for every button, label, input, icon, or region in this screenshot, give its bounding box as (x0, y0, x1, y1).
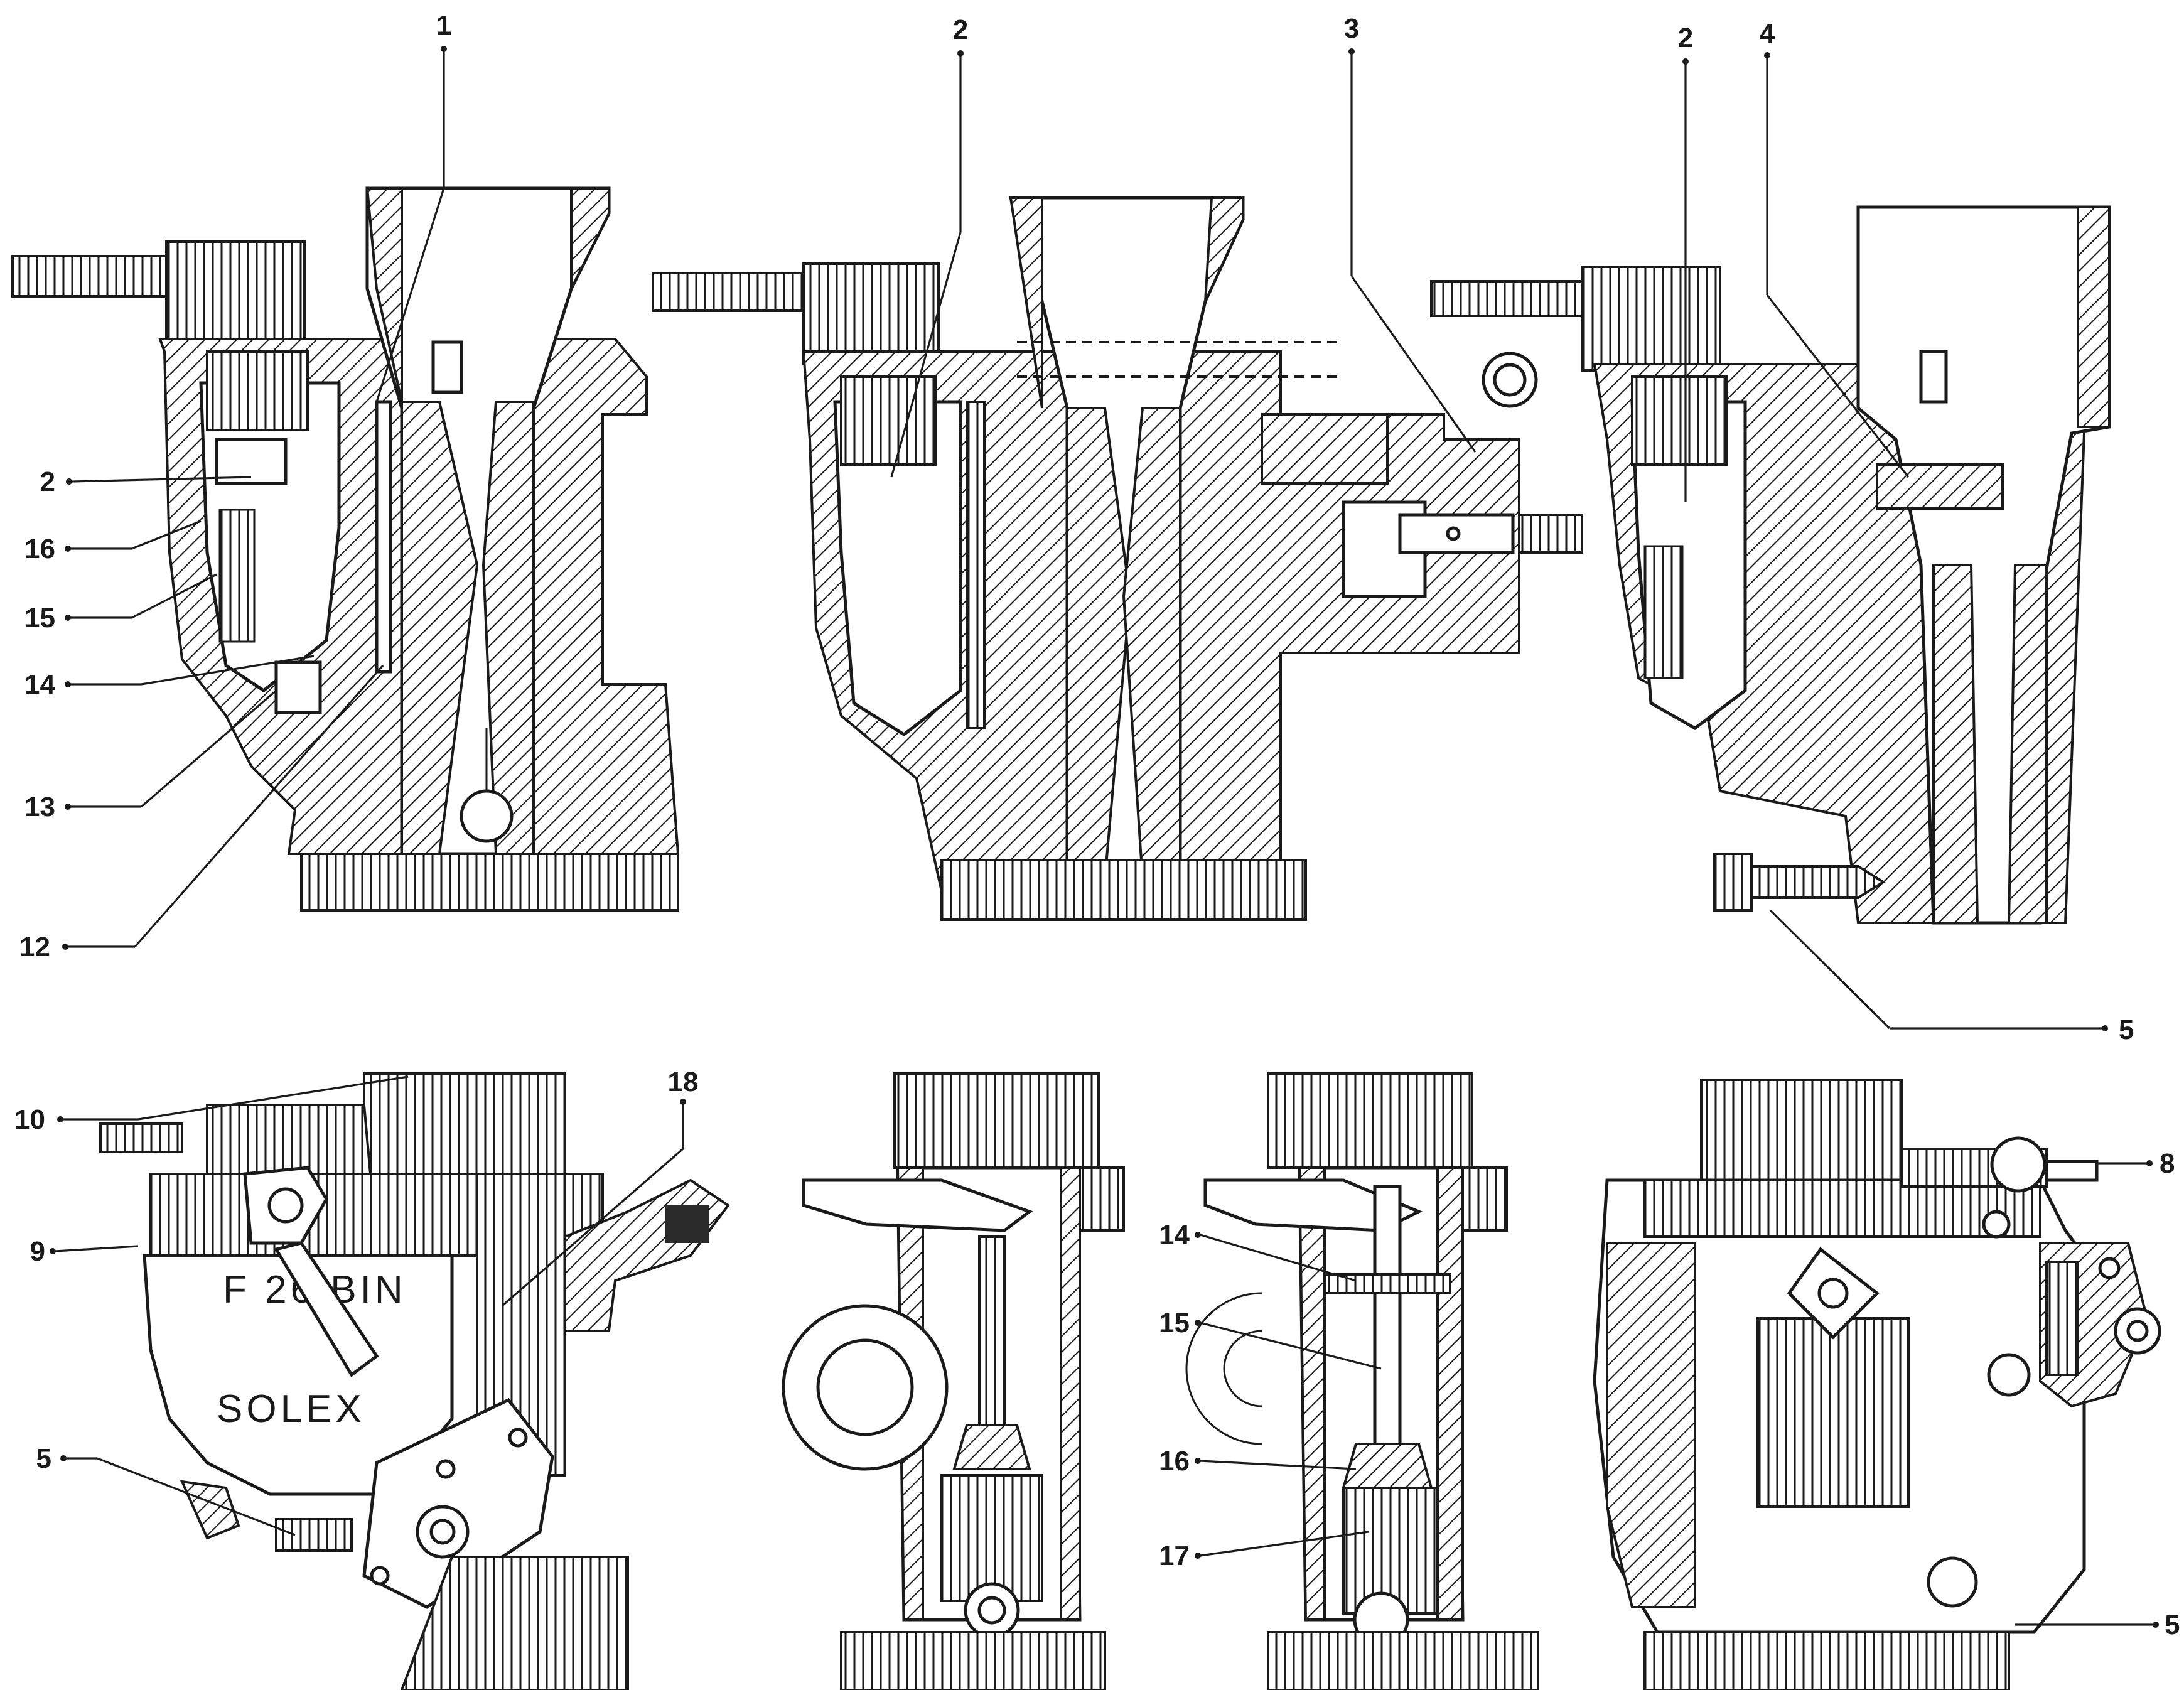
exterior-view-right (1593, 1079, 2161, 1690)
callout-5-right: 5 (2165, 1610, 2180, 1640)
callout-layer: 1 2 2 2 3 4 16 15 14 13 (14, 10, 2180, 1640)
callout-10: 13 (24, 792, 55, 822)
callout-15: 15 (1159, 1308, 1190, 1338)
callout-7: 9 (30, 1236, 45, 1267)
callout-14: 14 (1159, 1220, 1190, 1251)
callout-5-left: 5 (36, 1443, 51, 1474)
section-view-right (1430, 205, 2111, 925)
callout-4: 4 (1760, 18, 1775, 49)
callout-18: 18 (668, 1067, 699, 1097)
callout-9: 12 (19, 932, 50, 962)
callout-6: 8 (2160, 1148, 2175, 1179)
callout-1: 1 (436, 10, 451, 41)
exterior-view-left: F 26 BIN SOLEX (99, 1072, 730, 1690)
callout-3: 3 (1344, 13, 1359, 44)
callout-8: 10 (14, 1104, 45, 1135)
float-section-view-a (782, 1072, 1125, 1690)
callout-11: 14 (24, 669, 55, 700)
callout-13: 16 (24, 534, 55, 564)
brand-marking: SOLEX (217, 1387, 365, 1431)
callout-12: 15 (24, 603, 55, 633)
callout-5-top: 5 (2119, 1015, 2134, 1045)
callout-17: 17 (1159, 1541, 1190, 1571)
callout-16: 16 (1159, 1446, 1190, 1477)
callout-2-left: 2 (40, 466, 55, 497)
float-section-view-b (1185, 1072, 1539, 1690)
callout-2-center: 2 (953, 14, 968, 45)
section-view-center (652, 196, 1583, 921)
callout-2-right: 2 (1678, 23, 1693, 53)
